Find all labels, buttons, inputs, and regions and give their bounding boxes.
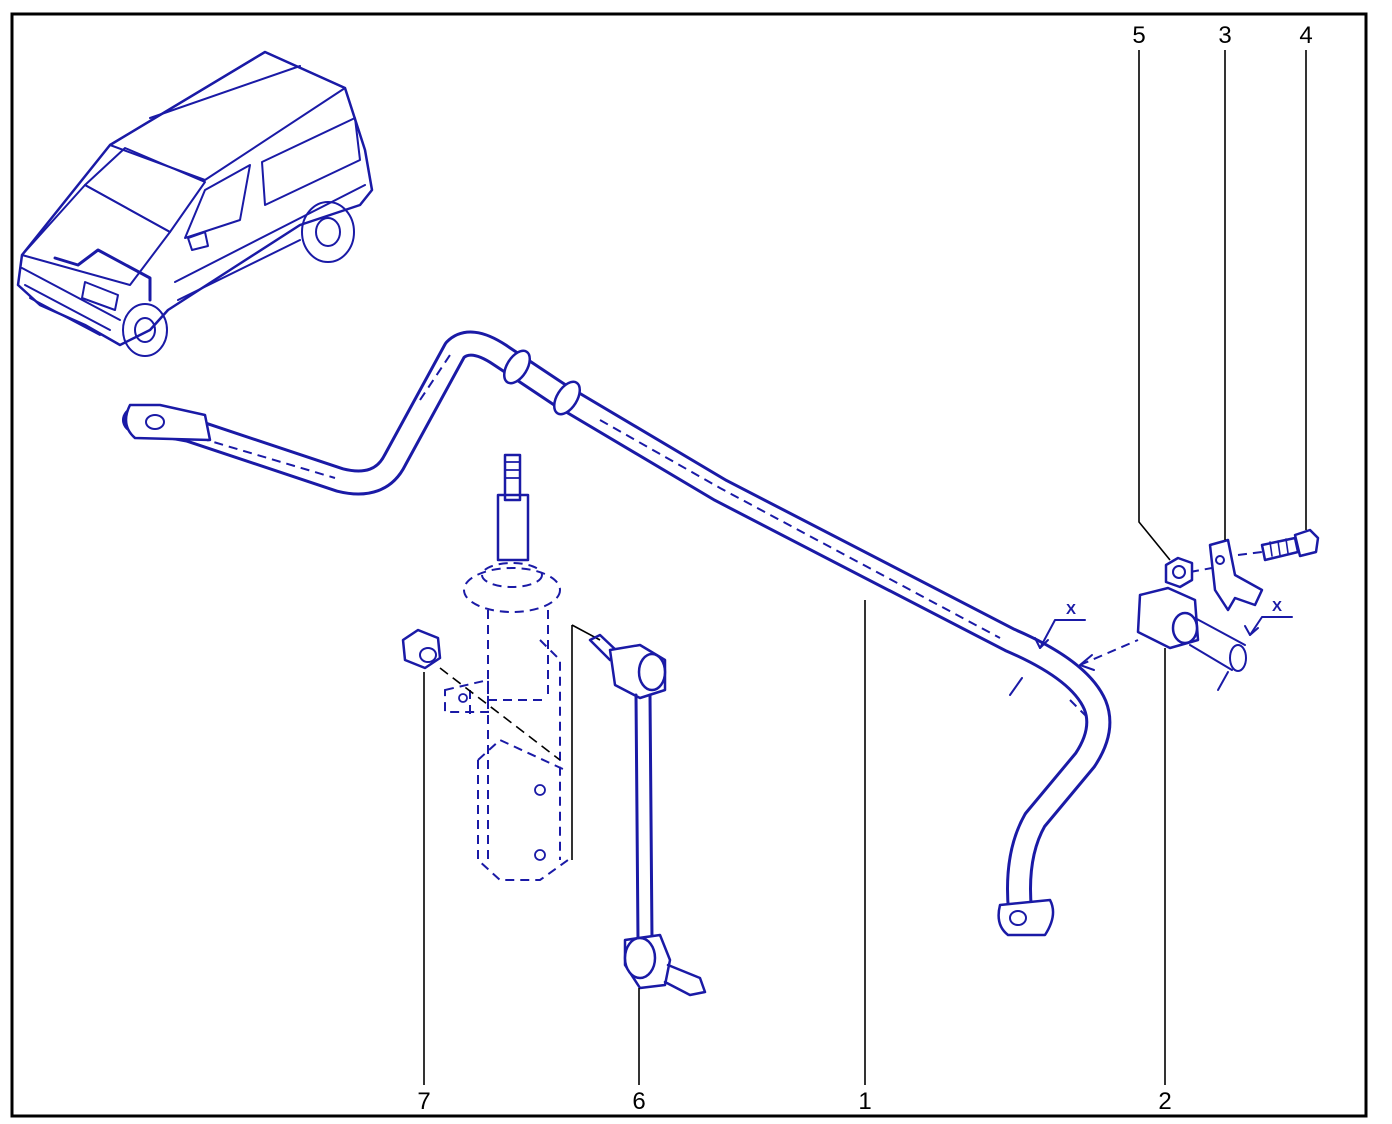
link-rod-part-6: [588, 633, 707, 997]
diagram-border: [10, 12, 1368, 1118]
strut-assembly: [439, 453, 601, 881]
bushing-part-2: [1079, 586, 1247, 672]
callout-6: 6: [632, 1088, 646, 1115]
nut-part-5: [1164, 556, 1194, 589]
callout-2: 2: [1158, 1088, 1172, 1115]
dimension-label-x-bar: X: [1066, 601, 1076, 618]
nut-part-7: [401, 628, 442, 670]
bracket-part-3: [1189, 538, 1264, 612]
callout-7: 7: [417, 1088, 431, 1115]
dimension-x-bar: X: [1009, 601, 1086, 696]
callout-5: 5: [1132, 22, 1146, 49]
vehicle-locator-illustration: [16, 50, 374, 357]
dimension-x-bushing: X: [1217, 598, 1293, 691]
callout-1: 1: [858, 1088, 872, 1115]
dimension-label-x-bushing: X: [1272, 598, 1282, 615]
bolt-part-4: [1237, 528, 1320, 562]
callout-3: 3: [1218, 22, 1232, 49]
callout-4: 4: [1299, 22, 1313, 49]
anti-roll-bar: [122, 330, 1112, 937]
leader-lines: [423, 50, 1307, 1085]
